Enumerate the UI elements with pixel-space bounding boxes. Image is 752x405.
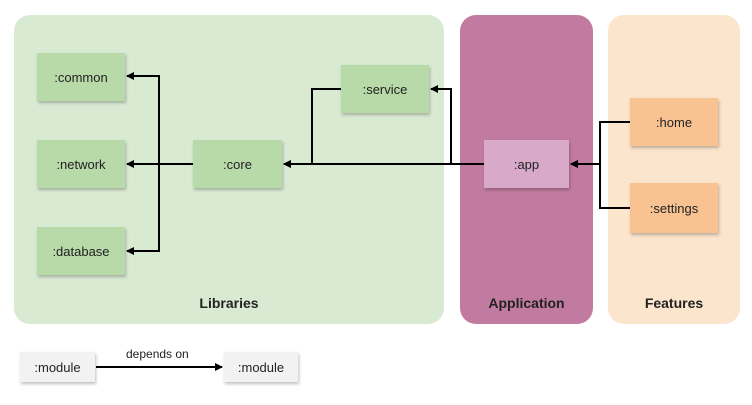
module-common: :common (37, 53, 125, 101)
legend-module-target: :module (224, 352, 298, 382)
edge-home-app (570, 121, 630, 168)
libraries-label: Libraries (199, 295, 259, 311)
edge-app-service (430, 85, 484, 165)
module-settings: :settings (630, 183, 718, 233)
legend-module-source: :module (20, 352, 95, 382)
edge-core-database (126, 164, 160, 255)
edge-settings-app (570, 160, 630, 209)
module-app: :app (484, 140, 569, 188)
legend-depends-on-label: depends on (126, 347, 189, 361)
features-group: Features (608, 15, 740, 324)
edge-service-core (283, 88, 341, 168)
module-database: :database (37, 227, 125, 275)
application-label: Application (488, 295, 565, 311)
module-home: :home (630, 98, 718, 146)
features-label: Features (644, 295, 704, 311)
module-network: :network (37, 140, 125, 188)
module-core: :core (193, 140, 282, 188)
edge-core-common (126, 72, 160, 164)
module-service: :service (341, 65, 429, 113)
